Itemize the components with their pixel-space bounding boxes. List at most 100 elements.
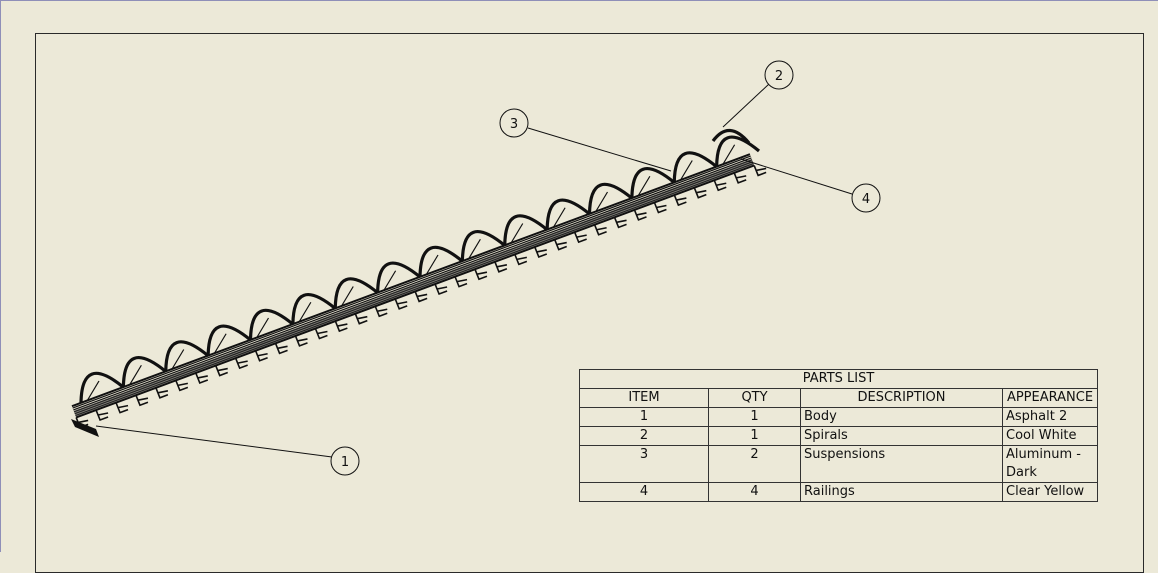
suspension-bracket <box>95 409 109 422</box>
spiral-arch <box>545 198 591 230</box>
suspension-bracket <box>274 343 288 355</box>
suspension-bracket <box>115 402 129 414</box>
cell-item: 1 <box>579 407 709 427</box>
suspension-bracket <box>613 217 627 229</box>
spiral-arch <box>672 151 718 183</box>
suspension-bracket <box>673 194 687 207</box>
spiral-arch <box>206 324 252 356</box>
spiral-hanger <box>637 175 651 197</box>
suspension-bracket <box>534 246 548 258</box>
suspension-bracket <box>593 224 607 236</box>
balloon-2[interactable]: 2 <box>764 60 794 90</box>
cell-item: 4 <box>579 482 709 502</box>
suspension-bracket <box>633 209 647 221</box>
balloon-3-label: 3 <box>510 117 518 132</box>
cell-qty: 4 <box>708 482 801 502</box>
leader-line-3 <box>527 127 672 172</box>
spiral-hanger <box>722 144 736 166</box>
suspension-bracket <box>693 187 707 199</box>
suspension-bracket <box>553 239 568 251</box>
suspension-bracket <box>155 387 169 399</box>
spiral-arch <box>121 356 167 388</box>
suspension-bracket <box>653 202 667 214</box>
parts-list-table: PARTS LIST ITEM QTY DESCRIPTION APPEARAN… <box>579 369 1098 502</box>
suspension-bracket <box>753 165 767 177</box>
spiral-arch <box>164 340 210 372</box>
suspension-bracket <box>713 179 727 192</box>
suspension-bracket <box>573 231 587 244</box>
balloon-4[interactable]: 4 <box>851 183 881 213</box>
spiral-hanger <box>255 317 270 339</box>
spiral-hanger <box>340 286 354 307</box>
suspension-bracket <box>414 291 428 303</box>
cell-appearance: Asphalt 2 <box>1002 407 1098 427</box>
balloon-2-label: 2 <box>775 69 783 84</box>
deck-end-cap <box>71 419 99 437</box>
spiral-end <box>711 128 751 145</box>
cell-appearance: Aluminum - Dark <box>1002 445 1098 483</box>
table-row: 2 1 Spirals Cool White <box>579 426 1098 446</box>
suspension-bracket <box>195 372 209 384</box>
spiral-hanger <box>383 270 397 292</box>
header-qty: QTY <box>708 388 801 408</box>
spiral-hanger <box>552 207 566 229</box>
balloon-3[interactable]: 3 <box>499 108 529 138</box>
spiral-hanger <box>467 238 481 260</box>
spiral-arch <box>418 245 464 278</box>
spiral-arch <box>715 135 761 167</box>
spiral-arch <box>376 261 422 293</box>
cell-appearance: Cool White <box>1002 426 1098 446</box>
isometric-bridge-view: 1 2 3 4 <box>71 60 881 476</box>
header-description: DESCRIPTION <box>800 388 1003 408</box>
spiral-hanger <box>128 364 142 386</box>
cell-description: Body <box>800 407 1003 427</box>
suspension-bracket <box>254 350 268 362</box>
spiral-hanger <box>171 349 185 370</box>
suspension-bracket <box>514 254 528 266</box>
balloon-1-label: 1 <box>341 455 349 470</box>
cell-qty: 2 <box>708 445 801 483</box>
suspension-bracket <box>733 172 747 184</box>
suspension-bracket <box>334 320 348 333</box>
table-row: 1 1 Body Asphalt 2 <box>579 407 1098 427</box>
suspension-bracket <box>175 380 189 392</box>
deck-body <box>73 158 754 417</box>
suspension-bracket <box>474 268 488 281</box>
spiral-arch <box>291 293 337 325</box>
spiral-hanger <box>510 223 524 244</box>
cell-qty: 1 <box>708 407 801 427</box>
table-row: 3 2 Suspensions Aluminum - Dark <box>579 445 1098 483</box>
spiral-hanger <box>298 301 312 323</box>
suspension-bracket <box>494 261 508 273</box>
cell-qty: 1 <box>708 426 801 446</box>
spiral-hanger <box>213 333 227 355</box>
spiral-hanger <box>425 254 439 276</box>
parts-list-title: PARTS LIST <box>579 369 1098 389</box>
cell-item: 2 <box>579 426 709 446</box>
suspension-bracket <box>294 335 308 347</box>
spiral-arch <box>460 230 506 262</box>
header-appearance: APPEARANCE <box>1002 388 1098 408</box>
cell-description: Railings <box>800 482 1003 502</box>
spiral-hanger <box>86 380 100 402</box>
spiral-arch <box>630 167 676 199</box>
cell-description: Suspensions <box>800 445 1003 483</box>
suspension-bracket <box>394 298 408 310</box>
suspension-bracket <box>434 283 448 296</box>
cell-appearance: Clear Yellow <box>1002 482 1098 502</box>
leader-line-4 <box>740 158 853 195</box>
spiral-hanger <box>679 160 693 181</box>
spiral-arch <box>587 182 633 215</box>
suspension-bracket <box>314 328 328 340</box>
bridge-model <box>71 128 767 437</box>
table-row: 4 4 Railings Clear Yellow <box>579 482 1098 502</box>
deck-rail <box>73 157 752 411</box>
spiral-arch <box>333 277 379 309</box>
suspension-bracket <box>214 365 229 377</box>
cell-description: Spirals <box>800 426 1003 446</box>
cell-item: 3 <box>579 445 709 483</box>
suspension-bracket <box>234 357 248 370</box>
header-item: ITEM <box>579 388 709 408</box>
balloon-1[interactable]: 1 <box>330 446 360 476</box>
